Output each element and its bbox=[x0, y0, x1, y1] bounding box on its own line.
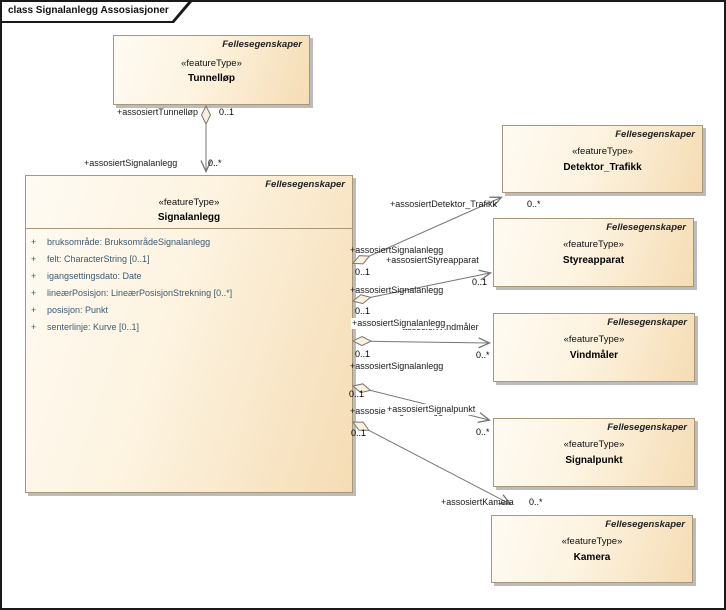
attribute-text: lineærPosisjon: LineærPosisjonStrekning … bbox=[47, 288, 233, 298]
assoc-multiplicity-label: 0..1 bbox=[351, 428, 367, 438]
assoc-multiplicity-label: 0..* bbox=[476, 350, 490, 360]
uml-class-signalpunkt[interactable]: Fellesegenskaper «featureType» Signalpun… bbox=[493, 418, 695, 487]
assoc-multiplicity-label: 0..1 bbox=[349, 389, 365, 399]
uml-class-detektor-trafikk[interactable]: Fellesegenskaper «featureType» Detektor_… bbox=[502, 125, 703, 193]
attribute-row: + lineærPosisjon: LineærPosisjonStreknin… bbox=[26, 285, 352, 302]
package-context-label: Fellesegenskaper bbox=[607, 317, 687, 328]
package-context-label: Fellesegenskaper bbox=[615, 129, 695, 140]
assoc-multiplicity-label: 0..* bbox=[527, 199, 541, 209]
assoc-multiplicity-label: 0..1 bbox=[355, 349, 371, 359]
class-name: Signalpunkt bbox=[565, 455, 623, 466]
attribute-row: + senterlinje: Kurve [0..1] bbox=[26, 319, 352, 336]
class-name: Styreapparat bbox=[562, 255, 625, 266]
assoc-role-label: +assosiertStyreapparat bbox=[386, 255, 479, 265]
uml-class-kamera[interactable]: Fellesegenskaper «featureType» Kamera bbox=[491, 515, 693, 583]
class-name: Signalanlegg bbox=[157, 212, 221, 223]
attribute-row: + felt: CharacterString [0..1] bbox=[26, 251, 352, 268]
assoc-role-label: +assosiertDetektor_Trafikk bbox=[390, 199, 497, 209]
stereotype-label: «featureType» bbox=[158, 197, 220, 208]
stereotype-label: «featureType» bbox=[563, 239, 624, 250]
assoc-role-label: +assosiertSignalpunkt bbox=[386, 404, 477, 415]
stereotype-label: «featureType» bbox=[181, 58, 242, 69]
stereotype-label: «featureType» bbox=[563, 439, 625, 450]
assoc-role-label: +assosiertSignalanlegg bbox=[351, 318, 447, 329]
assoc-multiplicity-label: 0..1 bbox=[355, 306, 371, 316]
attribute-compartment: + bruksområde: BruksområdeSignalanlegg +… bbox=[26, 228, 352, 492]
assoc-multiplicity-label: 0..1 bbox=[219, 107, 235, 117]
uml-class-signalanlegg[interactable]: Fellesegenskaper «featureType» Signalanl… bbox=[25, 175, 353, 493]
assoc-role-label: +assosiertSignalanlegg bbox=[350, 361, 444, 371]
class-name: Vindmåler bbox=[569, 350, 619, 361]
stereotype-label: «featureType» bbox=[563, 334, 625, 345]
package-context-label: Fellesegenskaper bbox=[607, 422, 687, 433]
assoc-role-label: +assosiertSignalanlegg bbox=[84, 158, 178, 168]
attribute-row: + bruksområde: BruksområdeSignalanlegg bbox=[26, 234, 352, 251]
class-name: Kamera bbox=[573, 552, 611, 563]
uml-class-tunnellop[interactable]: Fellesegenskaper «featureType» Tunnelløp bbox=[113, 35, 310, 105]
uml-class-styreapparat[interactable]: Fellesegenskaper «featureType» Styreappa… bbox=[493, 218, 694, 287]
assoc-role-label: +assosiertKamera bbox=[441, 497, 514, 507]
attribute-row: + posisjon: Punkt bbox=[26, 302, 352, 319]
assoc-multiplicity-label: 0..* bbox=[476, 427, 490, 437]
attribute-text: felt: CharacterString [0..1] bbox=[47, 254, 150, 264]
attribute-text: bruksområde: BruksområdeSignalanlegg bbox=[47, 237, 211, 247]
diagram-title-tab: class Signalanlegg Assosiasjoner bbox=[2, 2, 192, 23]
class-name: Tunnelløp bbox=[187, 73, 236, 84]
assoc-multiplicity-label: 0..1 bbox=[355, 267, 371, 277]
attribute-text: posisjon: Punkt bbox=[47, 305, 109, 315]
class-name: Detektor_Trafikk bbox=[563, 162, 642, 173]
attribute-text: igangsettingsdato: Date bbox=[47, 271, 142, 281]
package-context-label: Fellesegenskaper bbox=[605, 519, 685, 530]
attribute-text: senterlinje: Kurve [0..1] bbox=[47, 322, 140, 332]
assoc-role-label: +assosiertSignalanlegg bbox=[350, 285, 444, 295]
package-context-label: Fellesegenskaper bbox=[606, 222, 686, 233]
assoc-multiplicity-label: 0..1 bbox=[472, 277, 488, 287]
assoc-multiplicity-label: 0..* bbox=[529, 497, 543, 507]
stereotype-label: «featureType» bbox=[572, 146, 633, 157]
package-context-label: Fellesegenskaper bbox=[265, 179, 345, 190]
uml-class-vindmaler[interactable]: Fellesegenskaper «featureType» Vindmåler bbox=[493, 313, 695, 382]
attribute-row: + igangsettingsdato: Date bbox=[26, 268, 352, 285]
stereotype-label: «featureType» bbox=[561, 536, 623, 547]
assoc-role-label: +assosiertTunnelløp bbox=[117, 107, 198, 117]
diagram-title: class Signalanlegg Assosiasjoner bbox=[8, 5, 169, 16]
package-context-label: Fellesegenskaper bbox=[222, 39, 302, 50]
assoc-multiplicity-label: 0..* bbox=[208, 158, 222, 168]
